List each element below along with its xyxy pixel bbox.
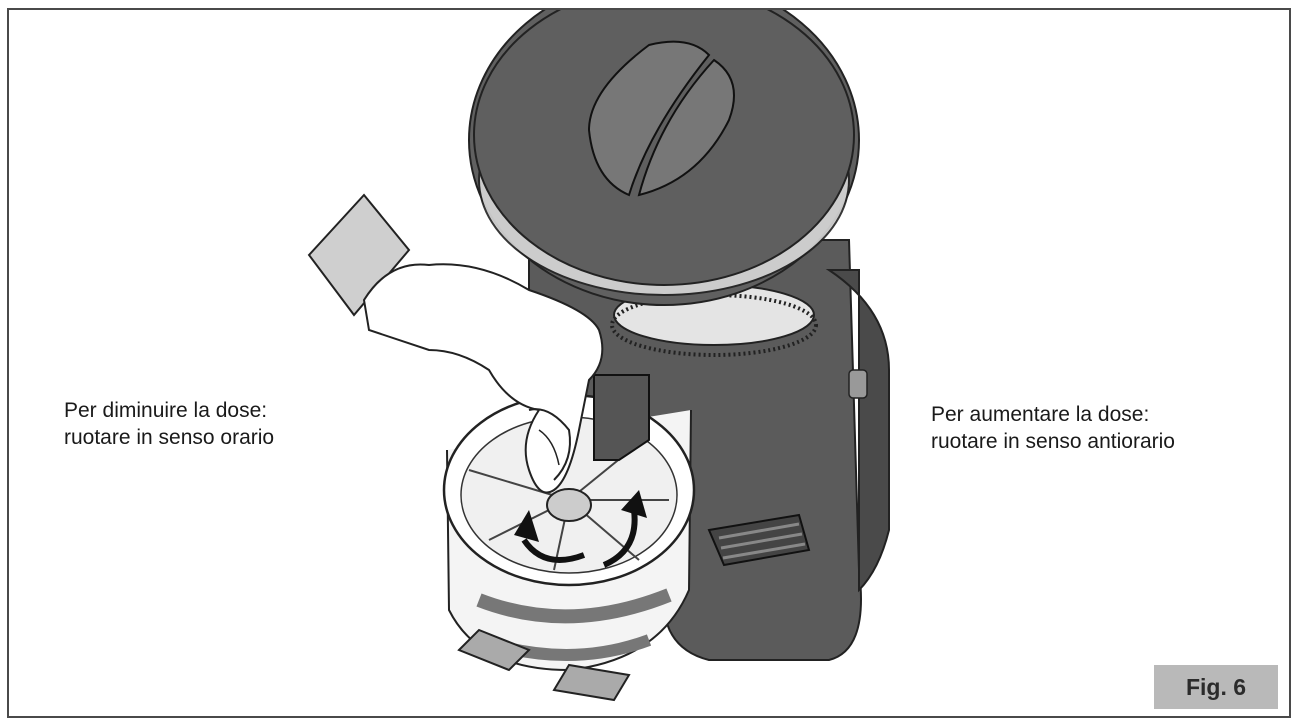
decrease-dose-line-2: ruotare in senso orario	[64, 426, 275, 449]
chamber-support	[593, 374, 650, 461]
increase-dose-caption: Per aumentare la dose: ruotare in senso …	[931, 401, 1175, 455]
rotation-arrows-icon	[514, 490, 647, 568]
lid-handle-icon	[587, 40, 735, 197]
figure-frame: Per diminuire la dose: ruotare in senso …	[7, 8, 1291, 718]
hand-icon	[307, 193, 604, 494]
figure-label: Fig. 6	[1154, 665, 1278, 709]
increase-dose-line-1: Per aumentare la dose:	[931, 403, 1150, 426]
grinder-base-side	[825, 269, 890, 593]
bottom-feet	[457, 628, 531, 672]
decrease-dose-line-1: Per diminuire la dose:	[64, 399, 268, 422]
decrease-dose-caption: Per diminuire la dose: ruotare in senso …	[64, 397, 274, 451]
side-knob	[848, 369, 868, 399]
figure-label-text: Fig. 6	[1185, 673, 1247, 700]
increase-dose-line-2: ruotare in senso antiorario	[931, 430, 1175, 453]
dose-lever-icon	[707, 513, 811, 567]
coffee-grinder-illustration	[307, 10, 890, 702]
